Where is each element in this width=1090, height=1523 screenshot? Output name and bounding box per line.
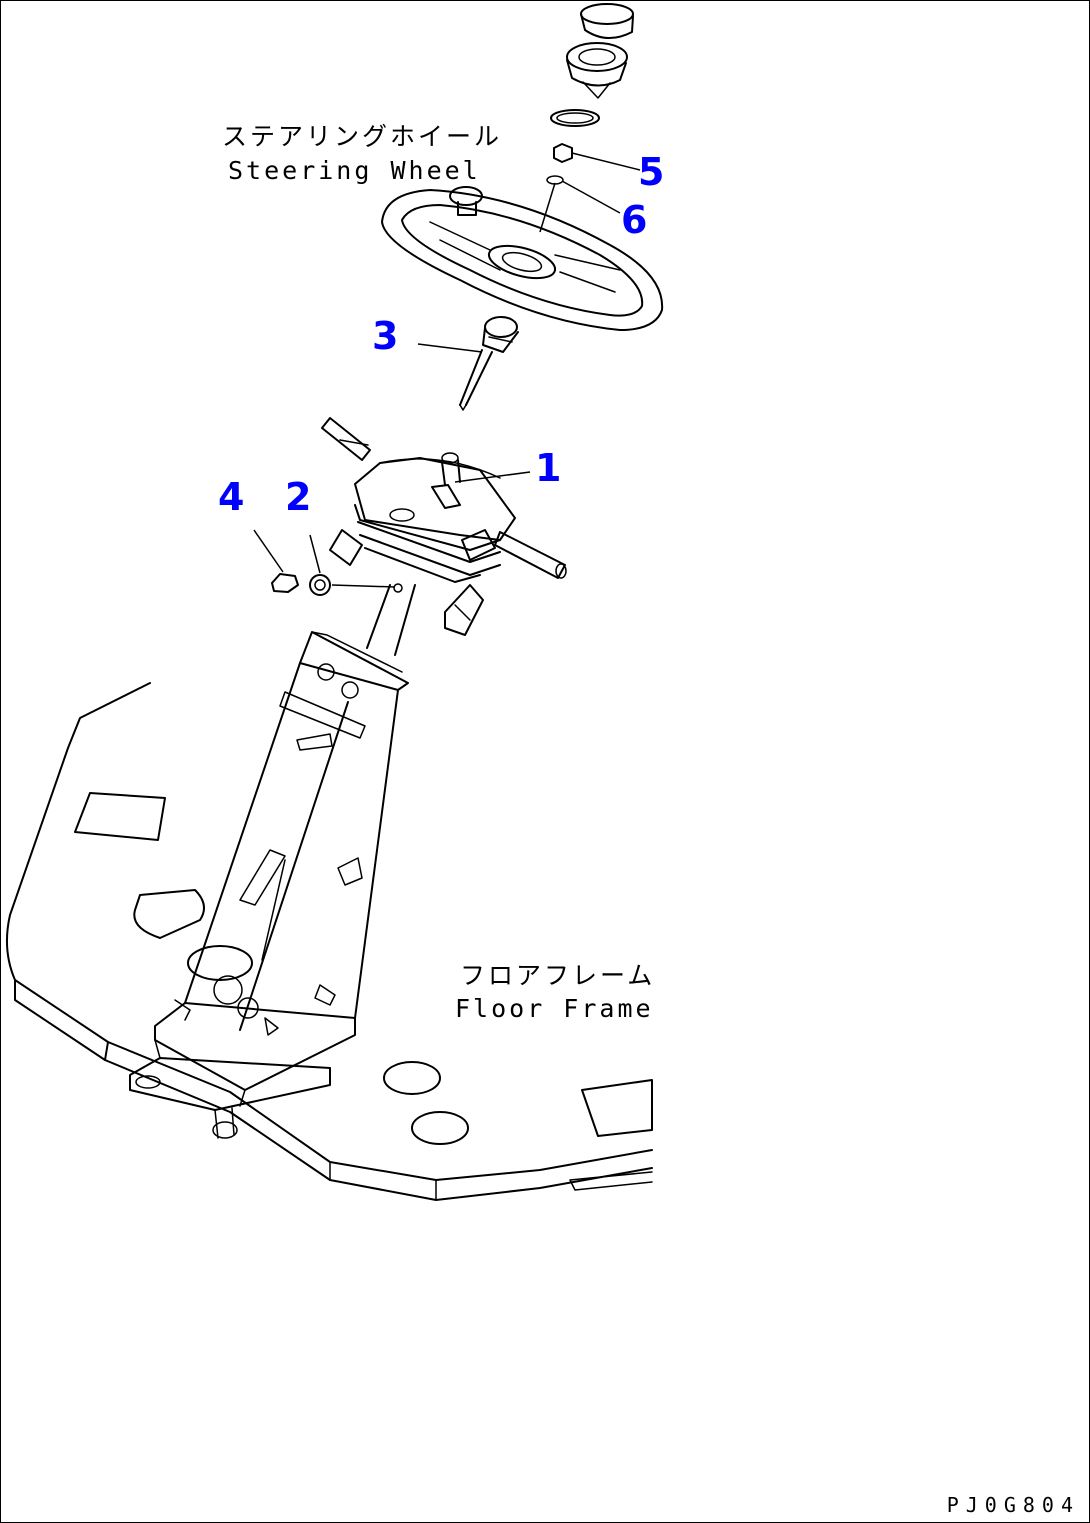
callout-1: 1 <box>535 446 562 490</box>
callout-6: 6 <box>621 198 648 242</box>
callout-4: 4 <box>218 475 245 519</box>
steering-shaft <box>459 316 519 411</box>
steering-wheel-label-en: Steering Wheel <box>228 156 481 185</box>
leader-lines <box>253 152 641 588</box>
steering-wheel-label-jp: ステアリングホイール <box>222 122 503 151</box>
floor-frame-label-en: Floor Frame <box>455 994 654 1023</box>
floor-frame <box>6 682 653 1201</box>
steering-column <box>184 584 416 1031</box>
callout-2: 2 <box>285 475 312 519</box>
floor-frame-label-jp: フロアフレーム <box>460 961 656 990</box>
horn-cover <box>550 3 634 127</box>
drawing-code: PJ0G804 <box>946 1493 1080 1517</box>
small-parts <box>271 573 331 596</box>
steering-valve <box>321 417 567 636</box>
column-base <box>129 975 356 1139</box>
steering-wheel <box>381 186 664 331</box>
nut-and-washer <box>546 143 573 185</box>
callout-3: 3 <box>372 314 399 358</box>
callout-5: 5 <box>638 150 665 194</box>
